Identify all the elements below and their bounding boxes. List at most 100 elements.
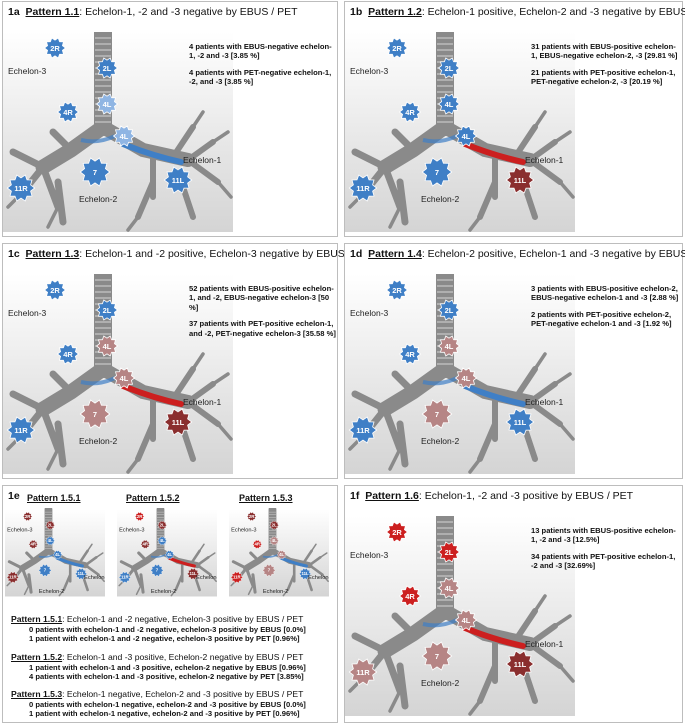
lymph-node-4r: 4R [398,343,422,365]
node-label: 7 [435,652,439,661]
echelon-3-label: Echelon-3 [8,308,47,318]
node-label: 4L [103,342,112,351]
lymph-node-7: 7 [150,564,164,577]
node-label: 11L [514,660,527,669]
lymph-node-2l: 2L [157,520,168,530]
lymph-node-10l: 4L [454,367,478,389]
echelon-band-right [422,618,458,628]
node-label: 4R [405,108,415,117]
node-label: 7 [156,568,159,573]
stat-pet: 21 patients with PET-positive echelon-1,… [531,67,676,87]
node-label: 2R [137,514,143,519]
node-label: 2L [103,306,112,315]
echelon-band-right [80,376,116,386]
node-label: 11R [9,575,18,580]
lymph-node-2l: 2L [437,57,461,79]
node-label: 2L [103,64,112,73]
lymph-node-2r: 2R [385,521,409,543]
airway-diagram: 2R2L4R4L4L711L11REchelon-3Echelon-1Echel… [345,274,575,474]
subpattern-1-5-1: Pattern 1.5.1: Echelon-1 and -2 negative… [11,614,306,643]
lymph-node-2l: 2L [95,299,119,321]
node-label: 2L [48,522,53,527]
lymph-node-7: 7 [38,564,52,577]
echelon-band [279,556,308,568]
lymph-node-2l: 2L [269,520,280,530]
node-label: 7 [435,168,439,177]
echelon-band [120,383,184,407]
stats: 4 patients with EBUS-negative echelon-1,… [189,42,337,94]
lymph-node-2r: 2R [22,511,33,522]
lymph-node-2l: 2L [95,57,119,79]
lymph-node-11l: 11L [186,567,200,580]
echelon-band [462,383,526,407]
echelon-band [462,625,526,649]
lymph-node-10l: 4L [112,367,136,389]
stat-pet: 37 patients with PET-positive echelon-1,… [189,319,336,338]
echelon-1-label: Echelon-1 [525,397,564,407]
lymph-node-2r: 2R [246,511,257,522]
airway-diagram: 2R2L4R4L4L711L11REchelon-3Echelon-1Echel… [345,32,575,232]
node-label: 4L [103,100,112,109]
node-label: 7 [44,568,47,573]
lymph-node-10l: 4L [454,609,478,631]
panel-title: 1d Pattern 1.4: Echelon-2 positive, Eche… [350,248,685,260]
node-label: 4L [120,132,129,141]
node-label: 4L [160,538,165,543]
subpattern-1-5-3: Pattern 1.5.3: Echelon-1 negative, Echel… [11,689,306,718]
echelon-3-label: Echelon-3 [350,550,389,560]
panel-1f: 1f Pattern 1.6: Echelon-1, -2 and -3 pos… [344,485,683,723]
node-label: 4L [462,374,471,383]
node-label: 11R [14,426,28,435]
stat-ebus: 4 patients with EBUS-negative echelon-1,… [189,42,332,61]
lymph-node-11l: 11L [298,567,312,580]
lymph-node-2r: 2R [385,37,409,59]
lymph-node-4r: 4R [252,539,263,549]
lymph-node-11r: 11R [348,174,378,202]
node-label: 2L [445,306,454,315]
subpattern-heading: Pattern 1.5.3 [239,493,293,503]
echelon-band [462,141,526,165]
airway-diagram: 2R2L4R4L4L711L11REchelon-3Echelon-1Echel… [3,32,233,232]
lymph-node-10l: 4L [112,125,136,147]
node-label: 11L [189,571,197,576]
echelon-2-label: Echelon-2 [79,194,118,204]
node-label: 4L [55,552,60,557]
node-label: 4L [272,538,277,543]
lymph-node-4l: 4L [95,93,119,115]
node-label: 4L [48,538,53,543]
echelon-2-label: Echelon-2 [151,589,176,595]
echelon-2-label: Echelon-2 [421,678,460,688]
lymph-node-4r: 4R [56,101,80,123]
stat-ebus: 3 patients with EBUS-positive echelon-2,… [531,284,679,303]
echelon-band-right [38,553,55,558]
node-label: 11R [14,184,28,193]
echelon-band [120,141,184,165]
lymph-node-4l: 4L [437,335,461,357]
lymph-node-4l: 4L [157,536,168,546]
lymph-node-4l: 4L [437,577,461,599]
node-label: 4R [405,350,415,359]
node-label: 11L [514,176,527,185]
echelon-3-label: Echelon-3 [350,308,389,318]
lymph-node-11r: 11R [230,571,244,584]
panel-1c: 1c Pattern 1.3: Echelon-1 and -2 positiv… [2,243,374,479]
airway-diagram-small: 2R2L4R4L4L711L11REchelon-3Echelon-1Echel… [5,508,105,597]
echelon-3-label: Echelon-3 [231,527,256,533]
lymph-node-4r: 4R [140,539,151,549]
lymph-node-4r: 4R [398,585,422,607]
panel-title: 1b Pattern 1.2: Echelon-1 positive, Eche… [350,6,685,18]
lymph-node-10l: 4L [164,550,175,560]
echelon-band-right [422,376,458,386]
echelon-1-label: Echelon-1 [183,155,222,165]
subpattern-heading: Pattern 1.5.1 [27,493,81,503]
echelon-3-label: Echelon-3 [7,527,32,533]
lymph-node-4l: 4L [45,536,56,546]
lymph-node-2r: 2R [134,511,145,522]
stat-pet: 4 patients with PET-negative echelon-1, … [189,67,332,87]
node-label: 4L [445,342,454,351]
echelon-2-label: Echelon-2 [263,589,288,595]
node-label: 2L [445,548,454,557]
panel-title: 1a Pattern 1.1: Echelon-1, -2 and -3 neg… [8,6,298,18]
node-label: 2R [249,514,255,519]
lymph-node-7: 7 [421,157,453,187]
